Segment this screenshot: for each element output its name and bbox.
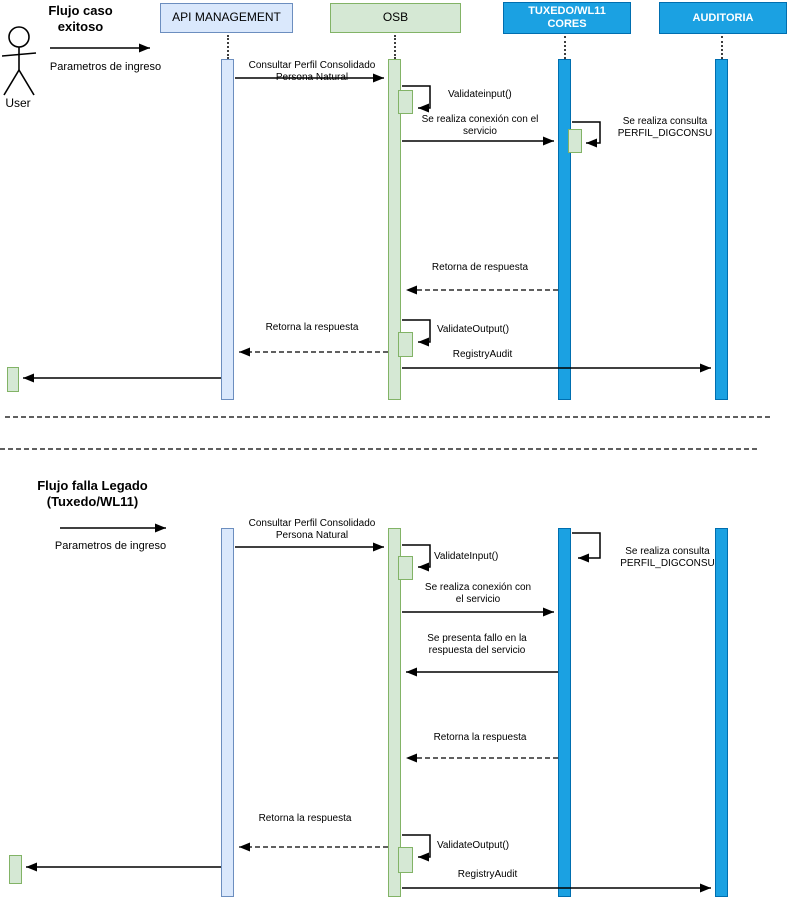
flow1-consultar-line2: Persona Natural [275,71,349,83]
activation-api-flow1 [221,59,234,400]
flow2-validateinput-label: ValidateInput() [434,551,499,562]
activation-auditoria-flow1 [715,59,728,400]
flow2-consulta-line1: Se realiza consulta [625,546,710,557]
flow1-consulta-line1: Se realiza consulta [622,116,708,127]
flow2-conexion-line1: Se realiza conexión con [424,582,532,593]
flow1-params-label: Parametros de ingreso [49,61,162,73]
participant-tuxedo-label-line2: CORES [547,18,587,30]
user-result-box-flow2 [9,855,22,884]
flow1-validateinput-loop [402,85,431,113]
participant-api-management-label: API MANAGEMENT [172,10,281,25]
lifeline-auditoria [721,36,723,59]
flow2-consultar-line2: Persona Natural [275,529,349,541]
flow2-fallo-line1: Se presenta fallo en la [427,633,527,644]
activation-osb-flow1 [388,59,401,400]
participant-tuxedo-label-line1: TUXEDO/WL11 [528,5,606,18]
flow1-consulta-label: Se realiza consulta PERFIL_DIGCONSU [595,116,735,140]
nested-activation-validateinput-flow1 [398,90,413,114]
lifeline-osb [394,35,396,59]
activation-tuxedo-flow2 [558,528,571,897]
flow2-retorna-api-label: Retorna la respuesta [258,813,352,824]
activation-api-flow2 [221,528,234,897]
participant-osb: OSB [330,3,461,33]
activation-auditoria-flow2 [715,528,728,897]
flow2-title-line2: (Tuxedo/WL11) [46,494,139,510]
flow1-consulta-line2: PERFIL_DIGCONSU [617,127,713,139]
flow2-validateoutput-loop [402,834,431,862]
flow1-title: Flujo caso exitoso [18,3,143,36]
flow1-registryaudit-label: RegistryAudit [452,349,513,360]
activation-osb-flow2 [388,528,401,897]
flow1-conexion-line1: Se realiza conexión con el [421,114,539,125]
flow2-registryaudit-label: RegistryAudit [457,869,518,880]
lifeline-api [227,35,229,59]
flow2-validateinput-loop [402,544,431,572]
flow1-title-line1: Flujo caso [48,3,113,18]
nested-activation-validateinput-flow2 [398,556,413,580]
flow2-conexion-label: Se realiza conexión con el servicio [398,582,558,606]
nested-activation-validateoutput-flow2 [398,847,413,873]
flow1-validateinput-label: Validateinput() [448,89,512,100]
flow2-consultar-line1: Consultar Perfil Consolidado [248,518,376,529]
user-actor-icon [2,26,37,96]
flow2-fallo-label: Se presenta fallo en la respuesta del se… [397,633,557,657]
flow2-consulta-loop [572,532,601,563]
flow1-conexion-line2: servicio [463,125,497,137]
participant-api-management: API MANAGEMENT [160,3,293,33]
flow2-fallo-line2: respuesta del servicio [428,644,526,656]
flow2-consultar-label: Consultar Perfil Consolidado Persona Nat… [232,518,392,542]
participant-osb-label: OSB [382,10,409,25]
flow2-validateoutput-label: ValidateOutput() [437,840,510,851]
flow1-retorna-de-label: Retorna de respuesta [431,262,529,273]
flow1-conexion-label: Se realiza conexión con el servicio [400,114,560,138]
flow2-title: Flujo falla Legado (Tuxedo/WL11) [15,478,170,511]
flow2-conexion-line2: el servicio [455,593,501,605]
activation-tuxedo-flow1 [558,59,571,400]
flow2-params-label: Parametros de ingreso [54,540,167,552]
nested-activation-consulta-flow1 [568,129,582,153]
flow2-retorna-tuxedo-label: Retorna la respuesta [433,732,527,743]
flow2-consulta-line2: PERFIL_DIGCONSU [620,557,715,569]
participant-auditoria-label: AUDITORIA [692,11,754,24]
flow2-consulta-label: Se realiza consulta PERFIL_DIGCONSU [595,546,740,570]
participant-tuxedo-cores: TUXEDO/WL11 CORES [503,2,631,34]
participant-auditoria: AUDITORIA [659,2,787,34]
flow1-validateoutput-label: ValidateOutput() [437,324,510,335]
flow1-consultar-line1: Consultar Perfil Consolidado [248,60,376,71]
flow2-title-line1: Flujo falla Legado [37,478,148,493]
user-actor-label: User [5,96,31,110]
user-result-box-flow1 [7,367,19,392]
lifeline-tuxedo [564,36,566,59]
flow1-consulta-loop [572,121,601,148]
flow1-consultar-label: Consultar Perfil Consolidado Persona Nat… [232,60,392,84]
flow1-retorna-la-label: Retorna la respuesta [265,322,359,333]
flow1-title-line2: exitoso [57,19,104,35]
nested-activation-validateoutput-flow1 [398,332,413,357]
flow1-validateoutput-loop [402,319,431,347]
